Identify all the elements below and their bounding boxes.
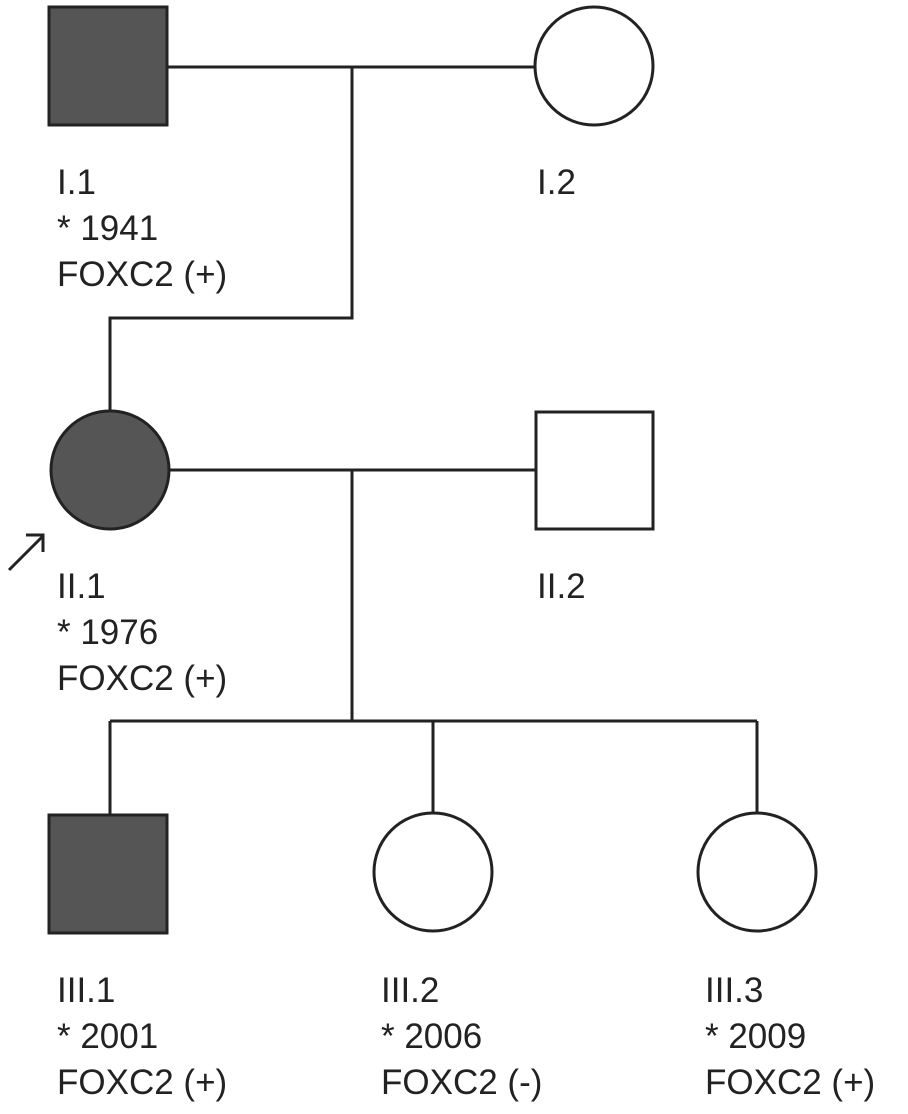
individual-id: III.3 (705, 971, 764, 1010)
genotype-status: FOXC2 (+) (57, 659, 228, 698)
birth-year: * 1941 (57, 209, 159, 248)
genotype-status: FOXC2 (+) (705, 1063, 876, 1102)
genotype-status: FOXC2 (+) (57, 1063, 228, 1102)
individual-III-2-label: III.2 * 2006 FOXC2 (-) (381, 968, 542, 1106)
individual-II-2-symbol (534, 410, 655, 531)
individual-id: III.2 (381, 971, 440, 1010)
individual-II-2-label: II.2 (537, 564, 586, 610)
individual-I-1-label: I.1 * 1941 FOXC2 (+) (57, 160, 227, 298)
individual-I-2-label: I.2 (537, 160, 576, 206)
birth-year: * 2001 (57, 1017, 159, 1056)
individual-III-3-label: III.3 * 2009 FOXC2 (+) (705, 968, 875, 1106)
genotype-status: FOXC2 (+) (57, 255, 228, 294)
genotype-status: FOXC2 (-) (381, 1063, 543, 1102)
individual-I-1-symbol (47, 5, 169, 127)
individual-id: II.1 (57, 567, 106, 606)
individual-id: I.2 (537, 163, 576, 202)
individual-id: I.1 (57, 163, 96, 202)
individual-id: II.2 (537, 567, 586, 606)
individual-II-1-symbol (49, 409, 171, 531)
individual-III-2-symbol (372, 811, 494, 933)
birth-year: * 2009 (705, 1017, 807, 1056)
individual-II-1-label: II.1 * 1976 FOXC2 (+) (57, 564, 227, 702)
descent-line-gen1 (108, 67, 354, 410)
birth-year: * 1976 (57, 613, 159, 652)
individual-III-1-symbol (47, 813, 169, 935)
individual-III-3-symbol (696, 811, 818, 933)
proband-arrow-icon (7, 533, 45, 572)
birth-year: * 2006 (381, 1017, 483, 1056)
individual-III-1-label: III.1 * 2001 FOXC2 (+) (57, 968, 227, 1106)
individual-I-2-symbol (533, 5, 655, 127)
individual-id: III.1 (57, 971, 116, 1010)
